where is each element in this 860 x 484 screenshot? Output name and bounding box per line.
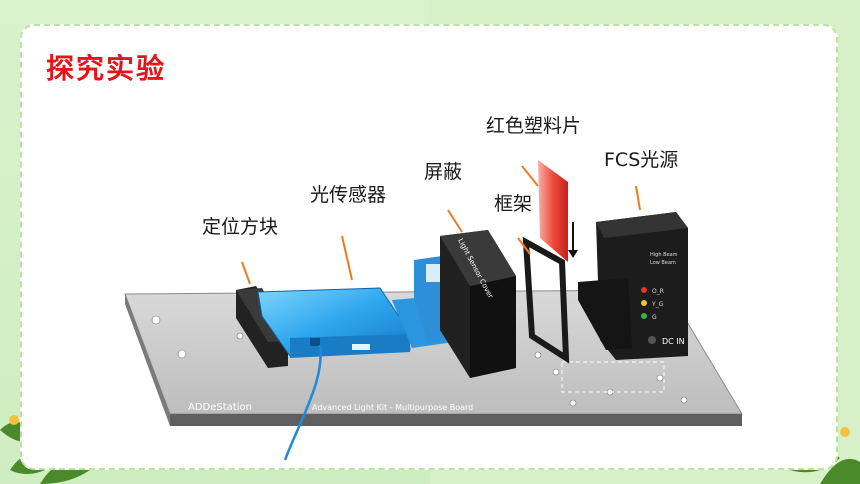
low-beam-label: Low Beam — [650, 260, 676, 266]
board-brand: ADDeStation — [188, 402, 252, 413]
label-positioning-block: 定位方块 — [202, 216, 279, 238]
label-light-sensor: 光传感器 — [310, 184, 387, 206]
label-shield: 屏蔽 — [424, 161, 463, 183]
led-label-red: O_R — [652, 288, 664, 295]
label-fcs-light: FCS光源 — [604, 149, 679, 171]
leader-lines — [241, 165, 641, 285]
red-plastic-sheet — [538, 160, 578, 262]
high-beam-label: High Beam — [650, 252, 678, 258]
led-label-yellow: Y_G — [651, 301, 664, 308]
dc-in-label: DC IN — [662, 337, 685, 346]
light-sensor-cover: Light Sensor Cover — [440, 230, 516, 378]
frame — [522, 236, 570, 364]
light-sensor — [257, 287, 454, 461]
label-frame: 框架 — [494, 193, 533, 215]
led-label-green: G — [652, 314, 657, 321]
label-red-plastic: 红色塑料片 — [486, 115, 582, 137]
board-name: Advanced Light Kit - Multipurpose Board — [312, 403, 473, 412]
slide-title: 探究实验 — [46, 52, 167, 85]
fcs-light-source: High Beam Low Beam O_R Y_G G DC IN — [578, 212, 688, 360]
